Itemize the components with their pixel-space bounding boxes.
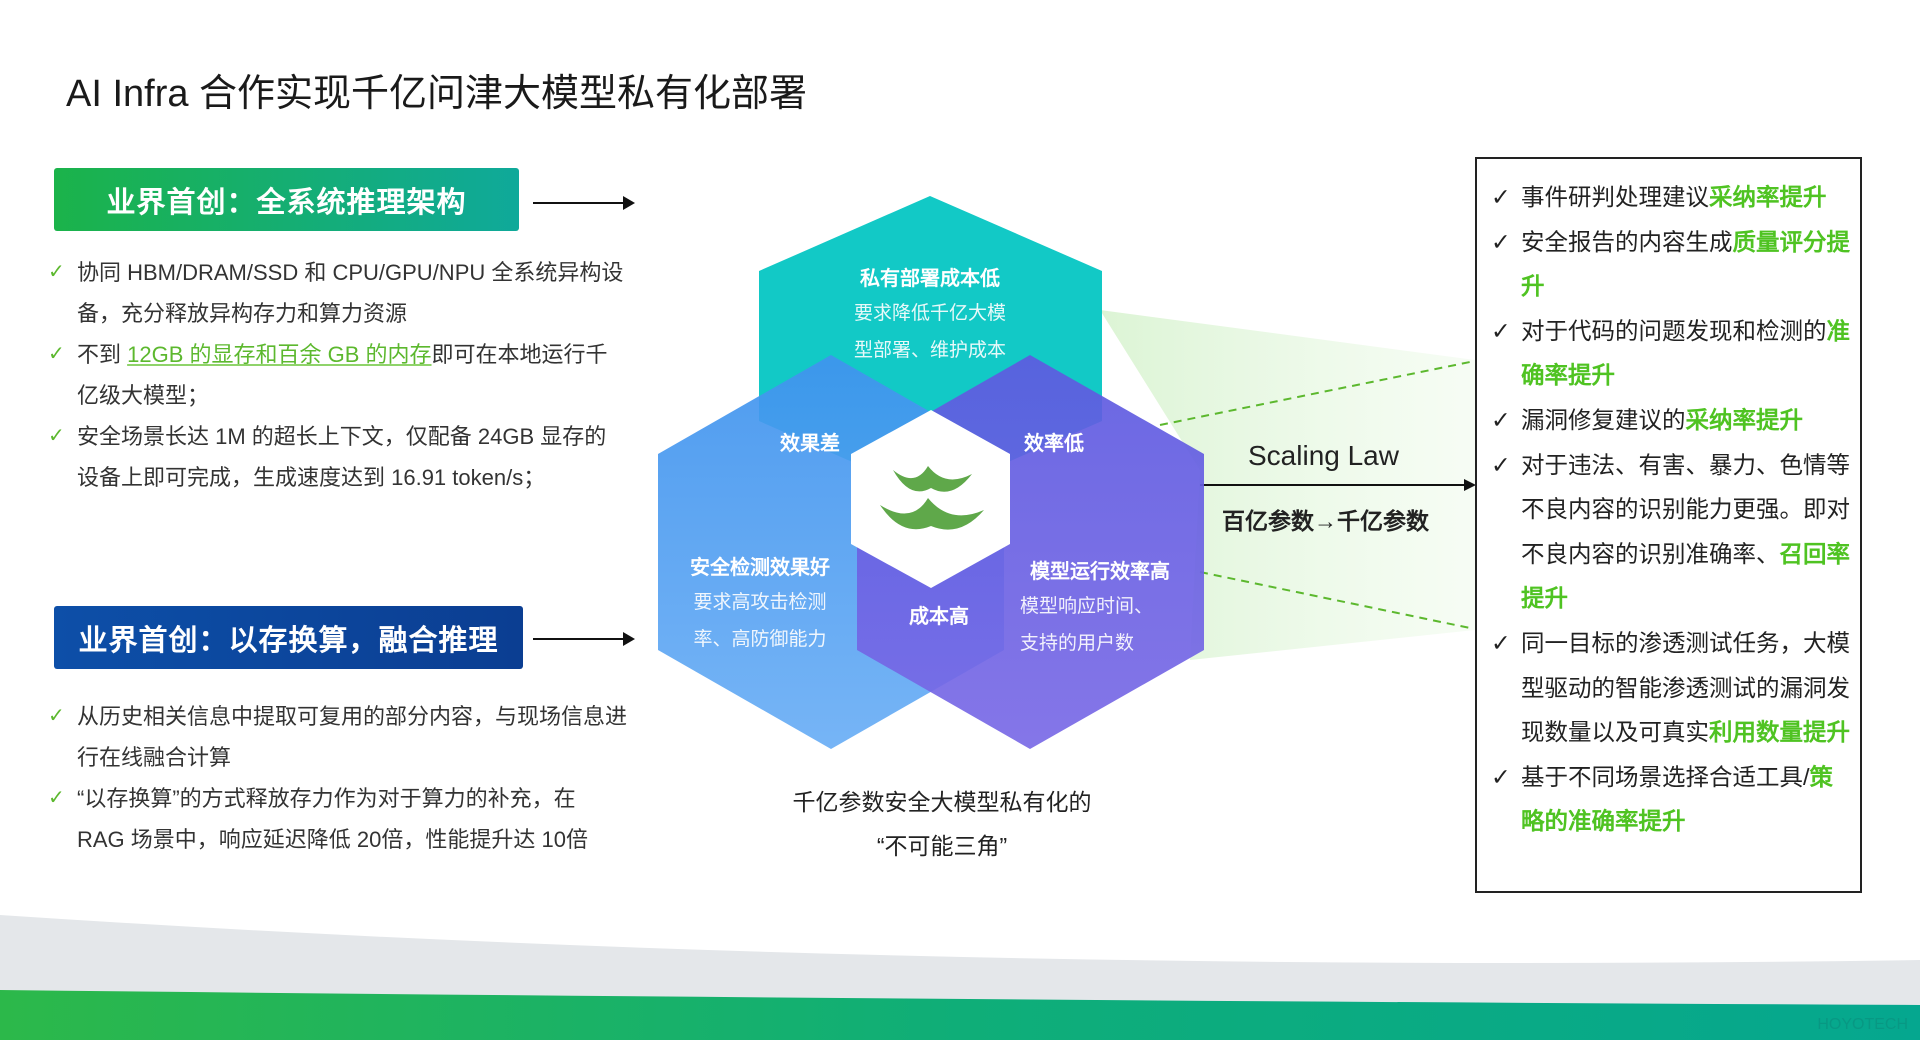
banner-full-system-inference: 业界首创：全系统推理架构 [54,168,519,231]
scaling-arrow-head [1464,479,1476,491]
scaling-law-label: Scaling Law [1248,440,1399,471]
check-icon: ✓ [1491,763,1511,790]
hex-left-sub: 要求高攻击检测率、高防御能力 [693,592,827,650]
hex-left-title: 安全检测效果好 [690,557,830,579]
list-item: ✓不到 12GB 的显存和百余 GB 的内存即可在本地运行千亿级大模型； [48,334,628,416]
scaling-law-sub: 百亿参数→千亿参数 [1222,508,1429,534]
check-icon: ✓ [1491,184,1511,210]
check-icon: ✓ [48,425,65,447]
check-icon: ✓ [1491,629,1511,656]
check-icon: ✓ [1491,451,1511,478]
watermark: HOYOTECH [1817,1016,1908,1033]
logo-icon [880,466,984,530]
list-item: ✓协同 HBM/DRAM/SSD 和 CPU/GPU/NPU 全系统异构设备，充… [48,252,628,334]
dashed-line [1159,361,1471,426]
check-icon: ✓ [1491,228,1511,255]
list-item: ✓事件研判处理建议采纳率提升 [1491,175,1850,220]
hex-right-sub: 模型响应时间、支持的用户数 [1020,596,1154,654]
check-icon: ✓ [1491,406,1511,433]
arrow-icon [533,196,635,210]
banner-storage-for-compute: 业界首创：以存换算，融合推理 [54,606,523,669]
diagram-caption: 千亿参数安全大模型私有化的“不可能三角” [792,789,1092,859]
list-item: ✓对于违法、有害、暴力、色情等不良内容的识别能力更强。即对不良内容的识别准确率、… [1491,443,1850,621]
page-title: AI Infra 合作实现千亿问津大模型私有化部署 [66,73,808,115]
list-item: ✓“以存换算”的方式释放存力作为对于算力的补充，在 RAG 场景中，响应延迟降低… [48,778,628,860]
list-item: ✓对于代码的问题发现和检测的准确率提升 [1491,309,1850,398]
feature-list-1: ✓协同 HBM/DRAM/SSD 和 CPU/GPU/NPU 全系统异构设备，充… [48,252,628,498]
highlight-text: 12GB 的显存和百余 GB 的内存 [127,342,432,367]
list-item: ✓安全场景长达 1M 的超长上下文，仅配备 24GB 显存的设备上即可完成，生成… [48,416,628,498]
check-icon: ✓ [48,343,65,365]
dashed-line [1199,571,1471,629]
benefits-panel: ✓事件研判处理建议采纳率提升 ✓安全报告的内容生成质量评分提升 ✓对于代码的问题… [1475,157,1862,893]
list-item: ✓同一目标的渗透测试任务，大模型驱动的智能渗透测试的漏洞发现数量以及可真实利用数… [1491,621,1850,755]
list-item: ✓漏洞修复建议的采纳率提升 [1491,398,1850,443]
overlap-poor-effect: 效果差 [780,433,840,455]
check-icon: ✓ [1491,317,1511,344]
hexagon-center [851,410,1010,588]
feature-list-2: ✓从历史相关信息中提取可复用的部分内容，与现场信息进行在线融合计算 ✓“以存换算… [48,696,628,860]
check-icon: ✓ [48,261,65,283]
hex-right-title: 模型运行效率高 [1030,561,1170,583]
bottom-green-band [0,990,1920,1040]
hex-top-title: 私有部署成本低 [860,268,1000,290]
overlap-low-efficiency: 效率低 [1024,433,1084,455]
list-item: ✓安全报告的内容生成质量评分提升 [1491,220,1850,309]
overlap-high-cost: 成本高 [909,606,969,628]
check-icon: ✓ [48,787,65,809]
hex-top-sub: 要求降低千亿大模型部署、维护成本 [853,303,1006,361]
list-item: ✓从历史相关信息中提取可复用的部分内容，与现场信息进行在线融合计算 [48,696,628,778]
list-item: ✓基于不同场景选择合适工具/策略的准确率提升 [1491,755,1850,844]
arrow-icon [533,632,635,646]
check-icon: ✓ [48,705,65,727]
